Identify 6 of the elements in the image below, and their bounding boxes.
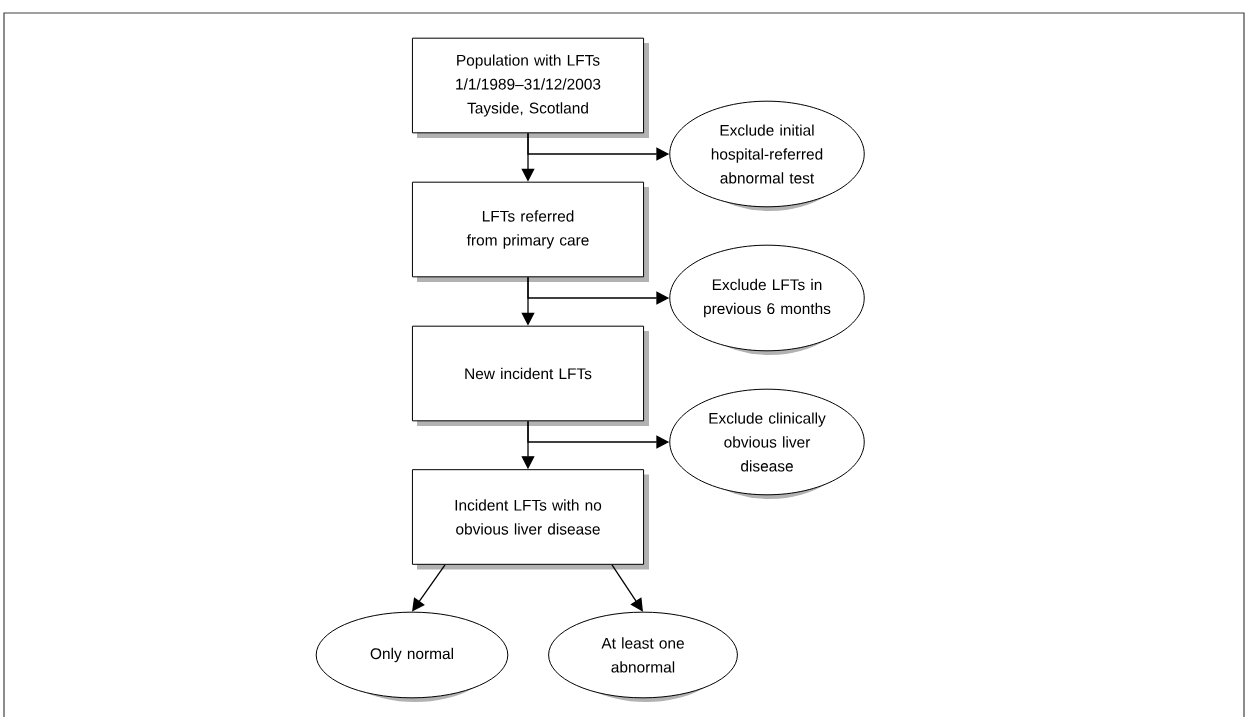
arrow: [412, 564, 446, 612]
process-box: Incident LFTs with no obvious liver disease: [411, 469, 649, 570]
process-box: LFTs referred from primary care: [411, 181, 649, 282]
arrow: [611, 564, 643, 612]
process-box: Population with LFTs 1/1/1989–31/12/2003 Tayside, Scotland: [411, 37, 649, 138]
process-box: New incident LFTs: [411, 325, 649, 426]
